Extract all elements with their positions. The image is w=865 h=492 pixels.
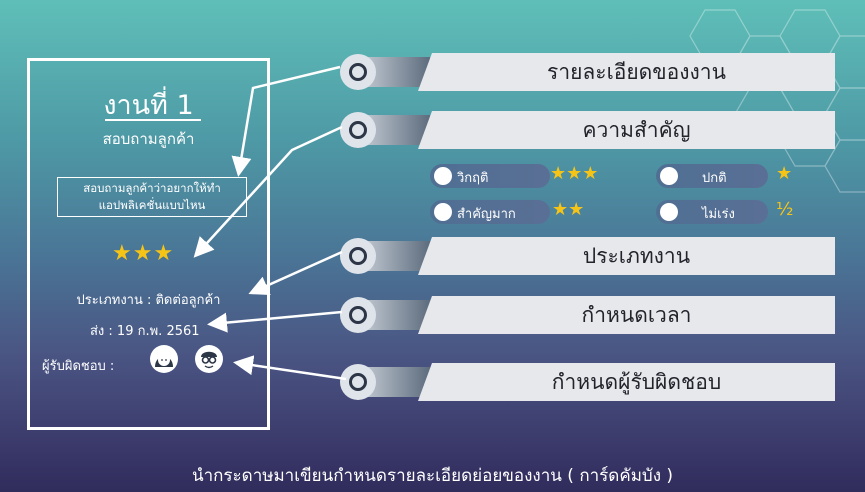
legend-stars: ★★★ [550,163,599,184]
bar-deadline: กำหนดเวลา [340,296,835,334]
bar-assignee: กำหนดผู้รับผิดชอบ [340,363,835,401]
legend-label: ไม่เร่ง [702,207,735,222]
bar-task-type: ประเภทงาน [340,237,835,275]
legend-stars: ½ [776,199,794,220]
card-title-underline [105,119,201,121]
card-task-type: ประเภทงาน : ติดต่อลูกค้า [76,293,221,308]
card-title: งานที่ 1 [103,90,194,121]
card-description-line-2: แอปพลิเคชั่นแบบไหน [98,198,206,212]
legend-stars: ★ [776,163,793,184]
ring-icon [340,297,376,333]
card-priority-stars: ★★★ [112,241,175,266]
ring-icon [340,364,376,400]
card-subtitle: สอบถามลูกค้า [102,130,195,148]
legend-label: สำคัญมาก [457,207,516,222]
card-description-line-1: สอบถามลูกค้าว่าอยากให้ทำ [83,181,221,195]
bar-label: รายละเอียดของงาน [418,53,835,91]
legend-label: วิกฤติ [457,171,489,186]
footer-caption: นำกระดาษมาเขียนกำหนดรายละเอียดย่อยของงาน… [191,466,674,486]
legend-stars: ★★ [552,199,585,220]
bar-label: ความสำคัญ [418,111,835,149]
kanban-card: งานที่ 1 สอบถามลูกค้า สอบถามลูกค้าว่าอยา… [27,58,270,430]
ring-icon [340,238,376,274]
woman-avatar-icon [150,345,178,373]
bar-label: กำหนดผู้รับผิดชอบ [418,363,835,401]
bar-label: ประเภทงาน [418,237,835,275]
card-due-date: ส่ง : 19 ก.พ. 2561 [90,324,200,339]
ring-icon [340,112,376,148]
legend-label: ปกติ [702,171,727,186]
ring-icon [340,54,376,90]
card-description: สอบถามลูกค้าว่าอยากให้ทำ แอปพลิเคชั่นแบบ… [57,177,247,217]
bar-priority: ความสำคัญ [340,111,835,149]
bar-task-detail: รายละเอียดของงาน [340,53,835,91]
bar-label: กำหนดเวลา [418,296,835,334]
card-owner-label: ผู้รับผิดชอบ : [42,359,115,374]
man-with-glasses-avatar-icon [195,345,223,373]
